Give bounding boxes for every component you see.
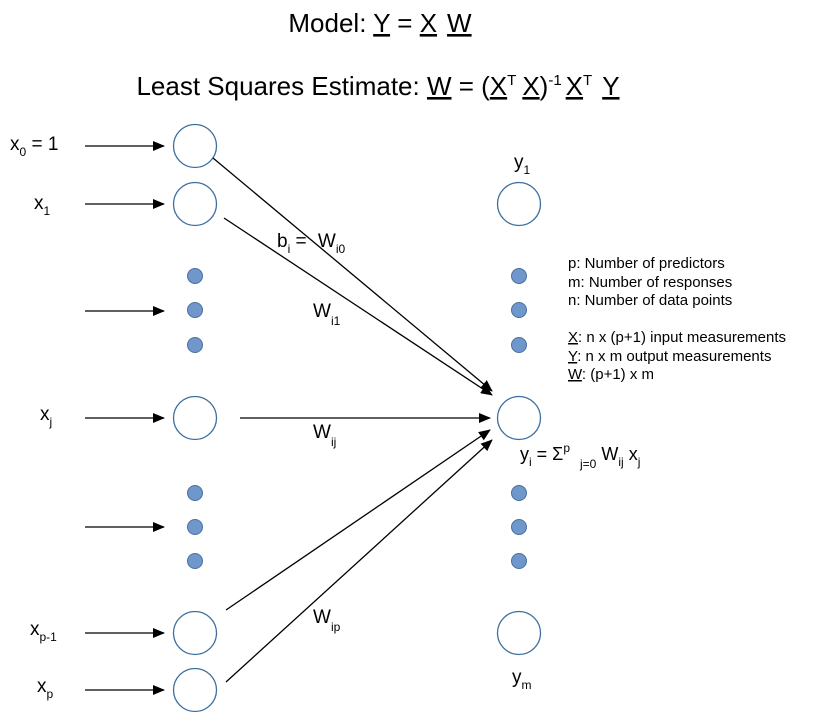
output-node-ym bbox=[496, 610, 542, 656]
output-ellipsis-dot bbox=[511, 553, 527, 569]
output-ellipsis-dot bbox=[511, 519, 527, 535]
output-ellipsis-dot bbox=[511, 337, 527, 353]
input-ellipsis-dot bbox=[187, 268, 203, 284]
input-node-xp bbox=[172, 667, 218, 713]
input-label-x0: x0 = 1 bbox=[10, 134, 58, 159]
weight-label-wip: Wip bbox=[313, 607, 341, 634]
input-ellipsis-dot bbox=[187, 519, 203, 535]
legend-w-definition: W: (p+1) x m bbox=[568, 366, 654, 383]
legend-x-definition: X: n x (p+1) input measurements bbox=[568, 329, 786, 346]
output-formula: yi = Σpj=0 Wij xj bbox=[520, 441, 640, 471]
input-node-x1 bbox=[172, 181, 218, 227]
weight-label-wi1: Wi1 bbox=[313, 301, 341, 328]
input-node-xj bbox=[172, 395, 218, 441]
input-node-x0 bbox=[172, 123, 218, 169]
connection-w-i1 bbox=[223, 217, 493, 396]
input-label-xp: xp bbox=[37, 676, 54, 701]
bias-weight-label: bi = Wi0 bbox=[277, 231, 346, 256]
input-ellipsis-dot bbox=[187, 553, 203, 569]
connection-w-i0 bbox=[212, 157, 493, 392]
connection-w-ip-1 bbox=[225, 429, 491, 611]
legend: p: Number of predictors m: Number of res… bbox=[568, 255, 786, 383]
legend-responses: m: Number of responses bbox=[568, 274, 732, 291]
output-node-yi bbox=[496, 395, 542, 441]
output-label-ym: ym bbox=[512, 667, 532, 692]
input-node-xp-1 bbox=[172, 610, 218, 656]
input-label-x1: x1 bbox=[34, 193, 51, 218]
legend-y-definition: Y: n x m output measurements bbox=[568, 348, 771, 365]
output-ellipsis-dot bbox=[511, 485, 527, 501]
legend-predictors: p: Number of predictors bbox=[568, 255, 725, 272]
output-label-y1: y1 bbox=[514, 152, 531, 177]
output-ellipsis-dot bbox=[511, 268, 527, 284]
input-label-xj: xj bbox=[40, 404, 52, 429]
input-label-xp-1: xp-1 bbox=[30, 619, 57, 644]
output-ellipsis-dot bbox=[511, 302, 527, 318]
input-ellipsis-dot bbox=[187, 485, 203, 501]
input-ellipsis-dot bbox=[187, 302, 203, 318]
input-ellipsis-dot bbox=[187, 337, 203, 353]
weight-label-wij: Wij bbox=[313, 422, 336, 449]
output-node-y1 bbox=[496, 181, 542, 227]
connection-w-ip bbox=[225, 439, 493, 683]
legend-data-points: n: Number of data points bbox=[568, 292, 732, 309]
